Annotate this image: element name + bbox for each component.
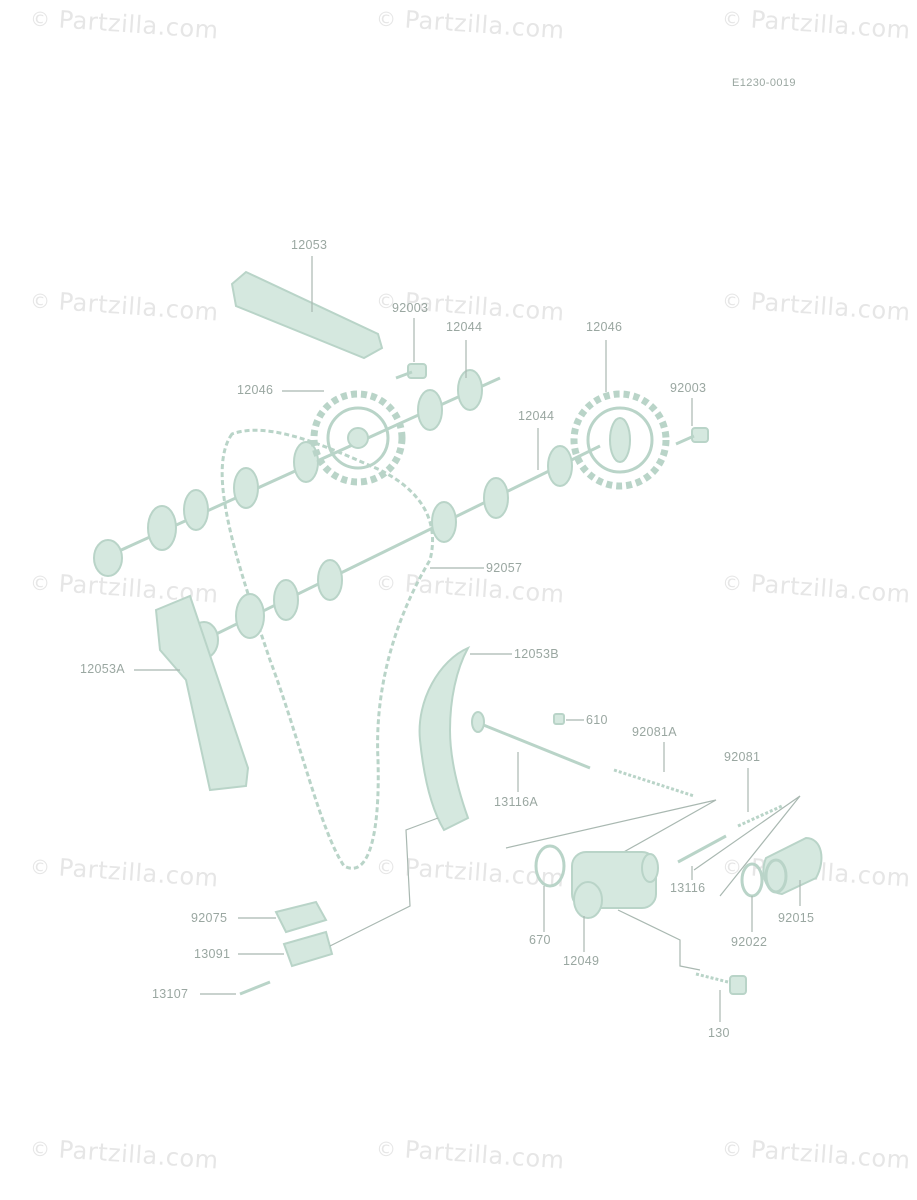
part-holder: [238, 817, 439, 968]
part-label[interactable]: 12053B: [514, 647, 559, 661]
part-label[interactable]: 13116: [670, 881, 706, 895]
part-spring-a: [613, 742, 695, 798]
part-label[interactable]: 92022: [731, 935, 768, 949]
part-label[interactable]: 12053: [291, 238, 328, 252]
part-label[interactable]: 13107: [152, 987, 189, 1001]
part-tensioner-guide: [418, 645, 512, 832]
part-label[interactable]: 13091: [194, 947, 231, 961]
diagram-reference-code: E1230-0019: [732, 77, 796, 89]
part-guide-pin: [200, 980, 271, 996]
part-label[interactable]: 12044: [446, 320, 483, 334]
part-label[interactable]: 130: [708, 1026, 730, 1040]
part-label[interactable]: 610: [586, 713, 608, 727]
part-o-ring: [534, 844, 566, 932]
part-label[interactable]: 12044: [518, 409, 555, 423]
assembly-line: [693, 795, 801, 897]
part-chain-guide-left: [134, 594, 250, 792]
part-label[interactable]: 12049: [563, 954, 600, 968]
part-label[interactable]: 92003: [392, 301, 429, 315]
part-washer: [740, 862, 764, 932]
part-pin: [553, 713, 584, 725]
part-push-rod: [677, 834, 727, 880]
part-chain: [220, 428, 435, 870]
part-label[interactable]: 92057: [486, 561, 523, 575]
part-label[interactable]: 92081: [724, 750, 761, 764]
part-label[interactable]: 13116A: [494, 795, 538, 809]
part-sprocket-right: [570, 340, 670, 490]
part-label[interactable]: 92081A: [632, 725, 677, 739]
part-label[interactable]: 12046: [586, 320, 623, 334]
part-label[interactable]: 92075: [191, 911, 228, 925]
part-spring: [737, 768, 783, 828]
part-label[interactable]: 12053A: [80, 662, 125, 676]
part-push-rod-a: [471, 711, 591, 792]
part-label[interactable]: 12046: [237, 383, 274, 397]
part-label[interactable]: 670: [529, 933, 551, 947]
part-bolt-right: [675, 398, 709, 446]
part-tensioner-body: [571, 851, 701, 971]
part-damper-rubber: [238, 900, 328, 934]
part-cap: [762, 836, 823, 906]
part-chain-guide-top: [230, 256, 384, 360]
part-bolt-left: [395, 318, 427, 380]
part-label[interactable]: 92015: [778, 911, 815, 925]
part-bolt-bottom: [695, 972, 747, 1022]
part-sprocket-left: [282, 390, 406, 486]
part-label[interactable]: 92003: [670, 381, 707, 395]
assembly-line: [505, 799, 717, 863]
